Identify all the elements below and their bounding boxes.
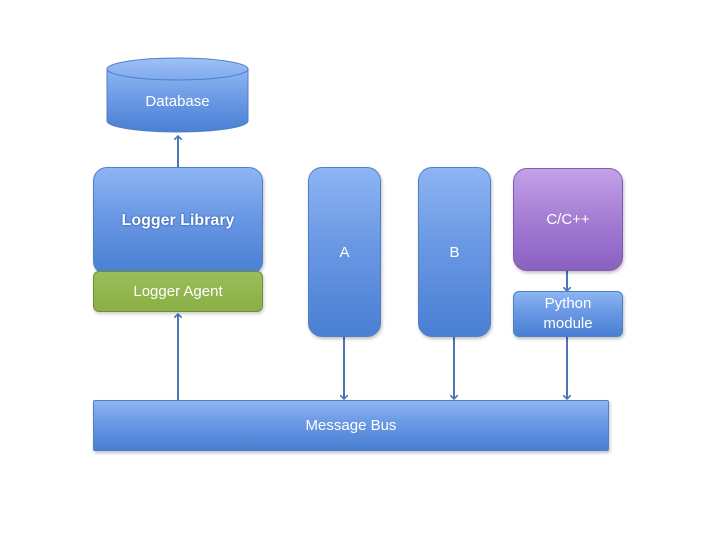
python-module-node: Python module bbox=[513, 291, 623, 337]
component-a-node: A bbox=[308, 167, 381, 337]
logger-library-label: Logger Library bbox=[121, 212, 235, 229]
cpp-label: C/C++ bbox=[546, 211, 590, 228]
message-bus-label: Message Bus bbox=[305, 417, 397, 434]
database-cylinder-icon bbox=[106, 57, 249, 133]
database-node: Database bbox=[106, 57, 249, 133]
component-b-node: B bbox=[418, 167, 491, 337]
logger-agent-node: Logger Agent bbox=[93, 271, 263, 312]
logger-agent-label: Logger Agent bbox=[133, 283, 223, 300]
python-module-label: Python module bbox=[543, 295, 593, 332]
component-b-label: B bbox=[449, 243, 460, 261]
logger-library-node: Logger Library bbox=[93, 167, 263, 275]
component-a-label: A bbox=[339, 243, 350, 261]
cpp-node: C/C++ bbox=[513, 168, 623, 271]
message-bus-node: Message Bus bbox=[93, 400, 609, 451]
database-label: Database bbox=[145, 93, 210, 110]
